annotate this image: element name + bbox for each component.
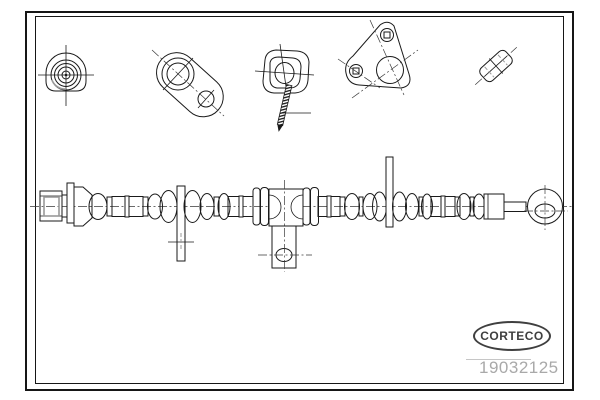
hose-center-block: [252, 180, 319, 272]
view-hose-end-fitting: [38, 45, 94, 106]
part-number: 19032125: [479, 358, 559, 377]
hose-assembly: [30, 156, 572, 272]
hose-sections-far-right: [392, 191, 486, 222]
brand-logo: CORTECO: [473, 321, 551, 351]
brand-logo-text: CORTECO: [480, 329, 544, 343]
view-two-hole-bracket: [151, 49, 225, 118]
hose-left-fitting: [39, 182, 93, 227]
drawing-frame-inner: [35, 16, 564, 384]
view-clip-sleeve: [474, 47, 518, 85]
bolt: [276, 83, 293, 132]
part-number-rule: [466, 359, 531, 360]
drawing-frame-outer: [25, 11, 574, 391]
hose-sections-left: [88, 190, 178, 223]
hose-sections-middle: [183, 190, 254, 223]
view-three-hole-bracket: [337, 19, 419, 99]
hose-banjo-end: [483, 185, 568, 230]
hose-bracket-left: [168, 185, 194, 262]
view-grommet-with-bolt: [254, 43, 315, 132]
hose-sections-right: [317, 191, 387, 222]
hose-bracket-right: [385, 156, 394, 228]
